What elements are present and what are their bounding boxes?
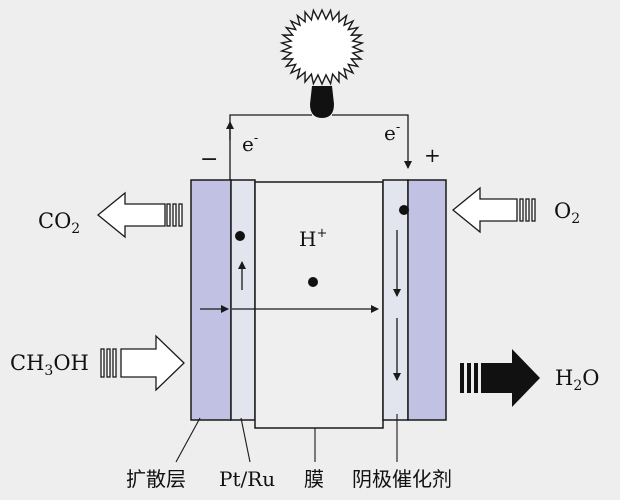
co2-label: CO2 bbox=[38, 209, 80, 237]
membrane-layer bbox=[254, 181, 384, 429]
bulb-glow-icon bbox=[279, 8, 365, 86]
cathode-particle bbox=[399, 205, 409, 215]
catalyst-anode-label: Pt/Ru bbox=[219, 467, 275, 491]
external-circuit bbox=[226, 114, 412, 180]
h2o-label: H2O bbox=[555, 366, 599, 394]
light-bulb-icon bbox=[279, 8, 365, 118]
internal-flow bbox=[200, 230, 401, 381]
h2o-outlet-arrow bbox=[460, 349, 540, 407]
co2-outlet-arrow bbox=[96, 191, 183, 239]
anode-sign: − bbox=[200, 147, 218, 172]
label-leaders bbox=[175, 414, 398, 463]
fuel-cell-body bbox=[190, 179, 447, 429]
ch3oh-label: CH3OH bbox=[10, 351, 89, 379]
cathode-sign: + bbox=[424, 143, 441, 167]
cathode-catalyst-label: 阴极催化剂 bbox=[352, 467, 452, 491]
cathode-diffusion-layer bbox=[407, 179, 447, 421]
anode-particle bbox=[235, 231, 245, 241]
o2-inlet-arrow bbox=[451, 186, 536, 234]
o2-label: O2 bbox=[554, 199, 580, 227]
membrane-label: 膜 bbox=[304, 467, 324, 491]
proton-particle bbox=[308, 277, 318, 287]
bulb-base-icon bbox=[310, 86, 334, 118]
electron-label-right: e- bbox=[384, 120, 400, 145]
anode-catalyst-layer bbox=[230, 179, 256, 421]
proton-label: H+ bbox=[299, 226, 327, 251]
electron-label-left: e- bbox=[242, 131, 258, 156]
ch3oh-inlet-arrow bbox=[100, 334, 185, 392]
cathode-catalyst-layer bbox=[382, 179, 409, 421]
anode-diffusion-layer bbox=[190, 179, 232, 421]
diffusion-layer-label: 扩散层 bbox=[126, 467, 186, 491]
